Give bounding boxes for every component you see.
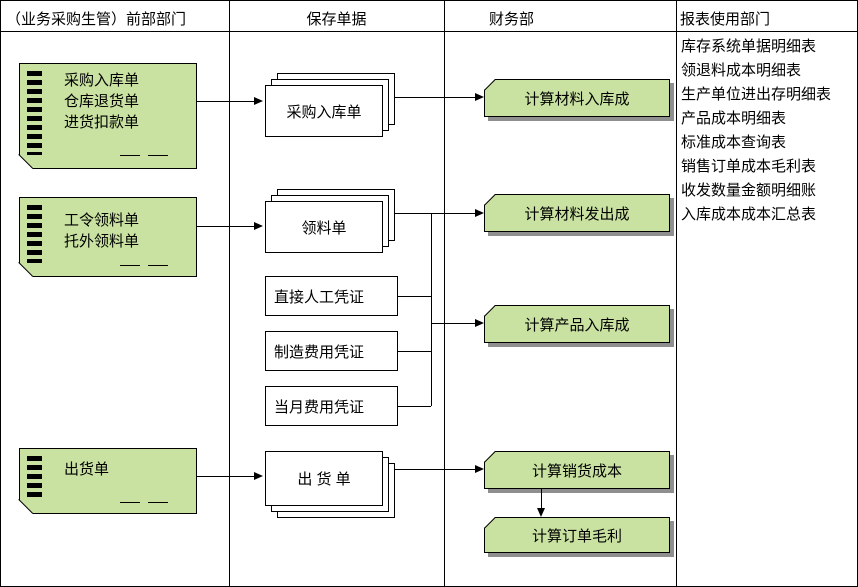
header-divider [1, 31, 857, 32]
spiral-binding-icon [27, 456, 42, 500]
step-label: 计算销货成本 [531, 462, 622, 480]
report-item: 领退料成本明细表 [681, 62, 802, 79]
arrow-note2-to-stack2 [197, 222, 263, 230]
voucher-direct-labor: 直接人工凭证 [265, 276, 398, 316]
arrow-stack2-to-step2 [395, 209, 484, 217]
report-item: 标准成本查询表 [681, 134, 787, 151]
step-material-issue-cost: 计算材料发出成 [484, 194, 670, 232]
report-item: 收发数量金额明细账 [681, 182, 817, 199]
signature-line [148, 265, 168, 266]
report-item: 生产单位进出存明细表 [681, 86, 832, 103]
lane-divider-1 [229, 1, 230, 586]
step-label: 计算材料发出成 [524, 205, 630, 223]
step-order-profit: 计算订单毛利 [484, 517, 670, 553]
connector-voucher2-branch [398, 351, 431, 352]
connector-voucher1-branch [398, 296, 431, 297]
step-sales-cost: 计算销货成本 [484, 451, 670, 489]
spiral-binding-icon [27, 205, 42, 263]
doc-label: 出 货 单 [265, 451, 383, 506]
step-label: 计算产品入库成 [524, 316, 630, 334]
signature-line [148, 502, 168, 503]
note-line: 出货单 [64, 461, 110, 478]
note-line: 采购入库单 [64, 72, 140, 89]
arrow-stack3-to-step4 [395, 465, 484, 473]
lane-header-front-departments: （业务采购生管）前部部门 [6, 11, 187, 28]
signature-line [120, 155, 140, 156]
connector-voucher3-branch [398, 406, 431, 407]
signature-line [120, 502, 140, 503]
note-work-order-documents: 工令领料单 托外领料单 [18, 197, 197, 277]
lane-divider-2 [444, 1, 445, 586]
arrow-note1-to-stack1 [197, 97, 263, 105]
note-line: 工令领料单 [64, 212, 140, 229]
note-line: 进货扣款单 [64, 114, 140, 131]
signature-line [120, 265, 140, 266]
signature-line [148, 155, 168, 156]
stack-purchase-receipt: 采购入库单 [265, 73, 396, 138]
doc-label: 领料单 [265, 201, 383, 253]
step-product-receipt-cost: 计算产品入库成 [484, 305, 670, 343]
spiral-binding-icon [27, 71, 42, 155]
note-purchase-documents: 采购入库单 仓库退货单 进货扣款单 [18, 63, 197, 169]
arrow-stack1-to-step1 [395, 93, 484, 101]
step-material-receipt-cost: 计算材料入库成 [484, 79, 670, 117]
arrow-note3-to-stack3 [197, 472, 263, 480]
step-label: 计算订单毛利 [531, 527, 622, 545]
arrow-step4-to-step5 [537, 489, 545, 517]
voucher-manufacturing-expense: 制造费用凭证 [265, 331, 398, 371]
report-item: 产品成本明细表 [681, 110, 787, 127]
note-line: 托外领料单 [64, 233, 140, 250]
note-line: 仓库退货单 [64, 93, 140, 110]
arrow-bus-to-step3 [431, 319, 484, 327]
lane-divider-3 [676, 1, 677, 586]
lane-header-report-departments: 报表使用部门 [680, 11, 771, 28]
lane-header-saved-documents: 保存单据 [306, 11, 367, 28]
lane-header-finance-department: 财务部 [489, 11, 535, 28]
doc-label: 采购入库单 [265, 85, 383, 137]
connector-vouchers-bus [431, 213, 432, 406]
report-list: 库存系统单据明细表 领退料成本明细表 生产单位进出存明细表 产品成本明细表 标准… [681, 35, 831, 227]
note-shipment-document: 出货单 [18, 448, 197, 514]
report-item: 入库成本成本汇总表 [681, 206, 817, 223]
stack-material-requisition: 领料单 [265, 189, 396, 254]
report-item: 库存系统单据明细表 [681, 38, 817, 55]
stack-shipment: 出 货 单 [265, 451, 396, 521]
step-label: 计算材料入库成 [524, 90, 630, 108]
report-item: 销售订单成本毛利表 [681, 158, 817, 175]
voucher-monthly-expense: 当月费用凭证 [265, 386, 398, 426]
